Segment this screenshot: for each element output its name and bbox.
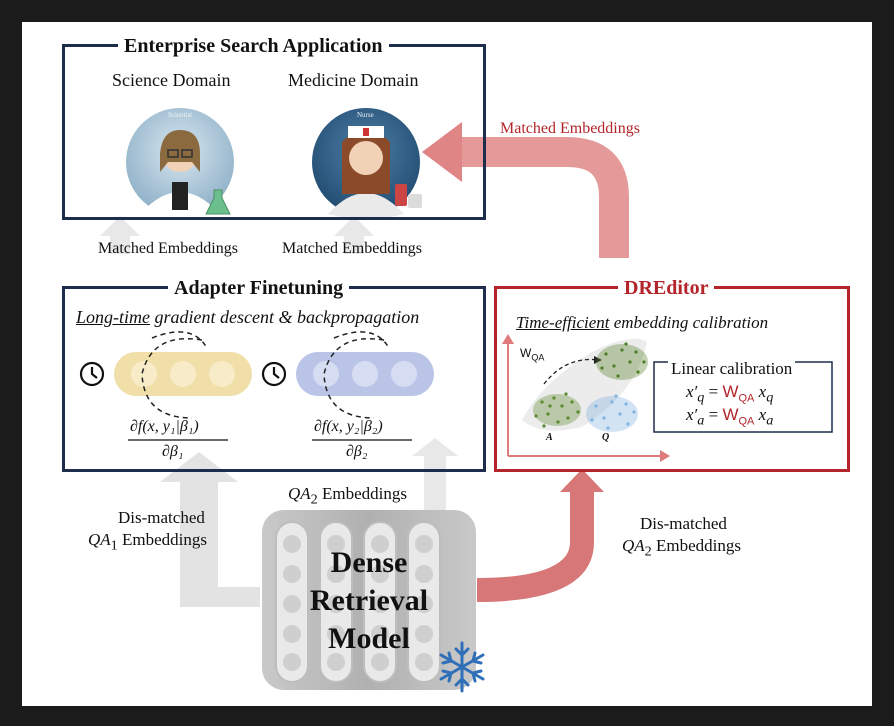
axis-q-label: Q	[602, 432, 610, 443]
axis-a-label: A	[546, 432, 553, 443]
eq-a-rhs-sub: a	[766, 412, 774, 429]
model-line1: Dense	[330, 546, 408, 579]
dis-left-suffix: Embeddings	[117, 530, 207, 549]
w-qa-sub: QA	[531, 352, 545, 363]
dreditor-subtitle-rest: embedding calibration	[609, 313, 769, 332]
qa2-top-suffix: Embeddings	[317, 484, 407, 503]
eq-a-w: W	[722, 405, 739, 424]
dis-right-suffix: Embeddings	[651, 536, 741, 555]
qa2-top-sub: 2	[310, 491, 318, 508]
nurse-avatar	[312, 108, 422, 219]
qa2-embeddings-label: QA2 Embeddings	[288, 484, 407, 508]
dis-left-sub: 1	[110, 537, 118, 554]
adapter-subtitle: Long-time gradient descent & backpropaga…	[76, 307, 419, 328]
eq-a-eq: =	[704, 405, 723, 424]
eq-q-rhs-sub: q	[766, 389, 774, 406]
matched-embeddings-right: Matched Embeddings	[500, 120, 640, 137]
w-qa-label: WQA	[520, 346, 544, 362]
linear-calibration-title: Linear calibration	[668, 359, 796, 379]
model-columns	[275, 521, 441, 683]
model-neurons	[283, 535, 433, 671]
snowflake-icon	[439, 641, 485, 693]
dis-matched-right-line1: Dis-matched	[640, 514, 727, 533]
nurse-badge: Nurse	[357, 111, 374, 119]
dreditor-title: DREditor	[618, 277, 715, 300]
dis-right-sub: 2	[644, 543, 652, 560]
eq-a-w-sub: QA	[738, 415, 755, 428]
dis-left-prefix: QA	[88, 530, 111, 549]
dreditor-subtitle-emph: Time-efficient	[516, 313, 610, 332]
dis-matched-left-line1: Dis-matched	[118, 508, 205, 527]
calibration-eq-q: x′q = WQA xq	[686, 382, 773, 406]
dreditor-subtitle: Time-efficient embedding calibration	[516, 313, 768, 333]
gray-arrow-left	[160, 452, 260, 607]
red-arrow-bottom	[476, 492, 594, 602]
calibration-plot	[502, 334, 670, 462]
formula1-numerator: ∂f(x, y₁|β₁)	[130, 418, 199, 435]
enterprise-search-title: Enterprise Search Application	[118, 35, 389, 58]
eq-q-lhs-sub: q	[697, 389, 705, 406]
blue-capsule	[296, 352, 434, 396]
formula2-denominator: ∂β₂	[346, 443, 368, 460]
yellow-capsule	[114, 352, 252, 396]
red-arrow-top-head	[422, 122, 462, 182]
eq-q-rhs: x	[754, 382, 767, 401]
eq-a-lhs-sub: a	[697, 412, 705, 429]
dis-matched-left-line2: QA1 Embeddings	[88, 530, 207, 554]
scientist-badge: Scientist	[168, 111, 193, 119]
dis-right-prefix: QA	[622, 536, 645, 555]
eq-q-lhs: x′	[686, 382, 698, 401]
red-arrow-top	[462, 137, 629, 258]
formula1-denominator: ∂β₁	[162, 443, 184, 460]
matched-embeddings-left: Matched Embeddings	[98, 240, 238, 257]
eq-q-w: W	[722, 382, 739, 401]
eq-a-lhs: x′	[686, 405, 698, 424]
eq-a-rhs: x	[754, 405, 767, 424]
cluster-a	[533, 392, 581, 428]
adapter-subtitle-emph: Long-time	[76, 307, 150, 327]
diagram-graphics	[79, 108, 833, 693]
clock-icon	[79, 361, 287, 387]
model-label: Dense Retrieval Model	[262, 544, 476, 658]
loop-arrows	[141, 331, 390, 419]
cluster-q	[586, 394, 638, 432]
matched-embeddings-mid: Matched Embeddings	[282, 240, 422, 257]
science-domain-label: Science Domain	[112, 70, 231, 90]
cluster-shifted	[596, 342, 648, 380]
medicine-domain-label: Medicine Domain	[288, 70, 419, 90]
model-line2: Retrieval	[309, 584, 429, 617]
adapter-finetuning-title: Adapter Finetuning	[168, 277, 350, 300]
scientist-avatar	[126, 108, 234, 218]
red-arrow-bottom-head	[560, 469, 604, 492]
calibration-eq-a: x′a = WQA xa	[686, 405, 773, 429]
w-qa-main: W	[520, 346, 532, 360]
model-line3: Model	[328, 622, 410, 655]
adapter-subtitle-rest: gradient descent & backpropagation	[150, 307, 420, 327]
qa2-top-prefix: QA	[288, 484, 311, 503]
dis-matched-right-line2: QA2 Embeddings	[622, 536, 741, 560]
eq-q-eq: =	[704, 382, 723, 401]
formula2-numerator: ∂f(x, y₂|β₂)	[314, 418, 383, 435]
eq-q-w-sub: QA	[738, 392, 755, 405]
diagram-canvas: Enterprise Search Application Science Do…	[22, 22, 872, 706]
